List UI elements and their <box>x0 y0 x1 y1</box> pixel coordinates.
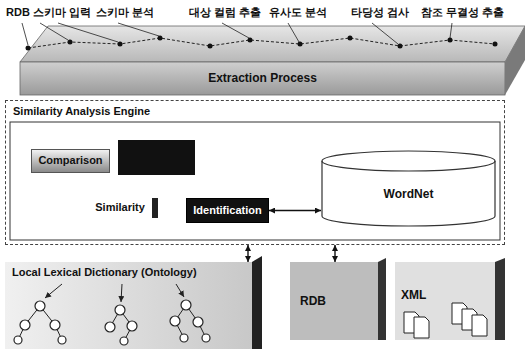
tree-node <box>193 317 203 327</box>
tree-node <box>58 336 66 344</box>
process-dot <box>398 44 403 49</box>
node-text: Local Lexical Dictionary (Ontology) <box>12 266 197 279</box>
xml-documents <box>404 303 487 338</box>
dictionary-leaders <box>45 284 184 302</box>
process-dot <box>298 42 303 47</box>
process-dot <box>248 38 253 43</box>
band-front-face <box>20 62 505 95</box>
process-dot <box>158 36 163 41</box>
tree-node <box>120 337 128 345</box>
process-dot <box>493 42 498 47</box>
cylinder-body <box>322 151 495 226</box>
step-label: 타당성 검사 <box>350 6 410 19</box>
ontology-tree-links <box>18 305 206 341</box>
tree-node <box>180 334 188 342</box>
engine-container: Similarity Analysis EngineComparisonSimi… <box>5 100 505 245</box>
tree-node <box>115 305 125 315</box>
step-label: 유사도 분석 <box>268 6 328 19</box>
process-dot <box>26 46 31 51</box>
engine-inner-frame <box>10 122 500 240</box>
xml-panel-edge <box>495 258 505 340</box>
wordnet-cylinder: WordNet <box>321 151 496 226</box>
band-side-face <box>505 26 525 95</box>
node-text: Identification <box>193 204 261 217</box>
leader-line <box>22 23 28 45</box>
tree-node <box>50 320 60 330</box>
node-text: Similarity <box>95 201 145 214</box>
lexical-dictionary-panel: Local Lexical Dictionary (Ontology) <box>5 262 252 349</box>
step-label: RDB 스키마 입력 <box>5 6 92 19</box>
process-dot <box>208 44 213 49</box>
rdb-panel-face <box>290 262 378 340</box>
step-label: 대상 컬럼 추출 <box>188 6 262 19</box>
leader-arrow <box>45 284 62 298</box>
dictionary-panel-edge <box>252 256 262 349</box>
leader-arrow <box>121 284 122 302</box>
process-dot <box>118 42 123 47</box>
rdb-panel: RDB <box>290 262 378 340</box>
leader-line <box>372 23 398 44</box>
tree-node <box>127 321 137 331</box>
tree-node <box>14 336 22 344</box>
process-dot <box>448 38 453 43</box>
double-arrow-connector <box>247 245 248 262</box>
tree-node <box>105 322 115 332</box>
leader-line <box>222 23 249 38</box>
tree-node <box>170 316 180 326</box>
document-icon <box>414 317 429 338</box>
leader-line <box>450 23 452 38</box>
tree-node <box>202 334 210 342</box>
document-icon <box>472 315 487 336</box>
step-label: 참조 무결성 추출 <box>420 6 505 19</box>
band-top-face <box>20 26 525 62</box>
node-text: RDB <box>300 294 326 308</box>
label-leaders <box>22 23 452 45</box>
black-module-block <box>118 140 195 175</box>
ontology-tree-nodes <box>14 300 210 345</box>
process-band: Extraction Process <box>20 62 505 95</box>
similarity-box: Similarity <box>88 198 158 218</box>
rdb-panel-edge <box>378 258 386 340</box>
tree-node <box>20 320 30 330</box>
node-text: Similarity Analysis Engine <box>13 105 150 118</box>
process-dot <box>348 36 353 41</box>
comparison-box: Comparison <box>31 149 110 173</box>
process-path <box>28 38 495 48</box>
process-dot <box>68 40 73 45</box>
leader-line <box>40 23 68 40</box>
dictionary-panel-face <box>5 262 252 349</box>
node-text: XML <box>401 288 426 302</box>
node-text: Extraction Process <box>208 71 317 85</box>
tree-node <box>181 300 191 310</box>
step-label: 스키마 분석 <box>95 6 155 19</box>
identification-box: Identification <box>186 198 269 223</box>
leader-line <box>118 23 159 36</box>
xml-panel-face <box>395 262 495 340</box>
double-arrow-connector <box>269 210 321 211</box>
cylinder-rim <box>322 161 495 171</box>
leader-line <box>288 23 299 42</box>
leader-line <box>58 23 118 42</box>
xml-panel: XML <box>395 262 495 340</box>
process-dots <box>26 36 498 51</box>
leader-arrow <box>176 284 184 297</box>
node-text: WordNet <box>384 187 434 201</box>
double-arrow-connector <box>334 245 335 262</box>
node-text: Comparison <box>38 154 102 167</box>
tree-node <box>35 301 45 311</box>
